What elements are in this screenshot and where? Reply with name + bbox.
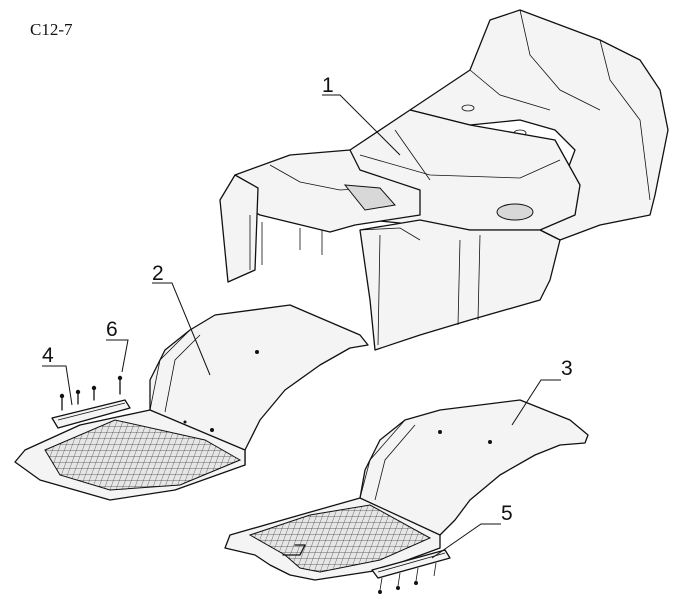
callout-2: 2 [152, 262, 211, 376]
diagram-code: C12-7 [30, 20, 73, 39]
callout-1: 1 [322, 74, 401, 156]
callout-label-6: 6 [106, 318, 118, 341]
part-4-left-sill-strip [51, 399, 131, 429]
callout-label-2: 2 [152, 262, 164, 285]
part-1-floor-carpet [219, 9, 669, 351]
callout-label-4: 4 [42, 344, 54, 367]
callout-6: 6 [106, 318, 129, 373]
callout-label-5: 5 [501, 502, 513, 525]
callout-label-1: 1 [322, 74, 334, 97]
part-3-right-floor-mat [224, 399, 589, 581]
callout-label-3: 3 [561, 357, 573, 380]
callout-4: 4 [42, 344, 73, 406]
part-6-screws [59, 375, 123, 411]
part-2-left-floor-mat [14, 304, 369, 501]
callout-5: 5 [431, 502, 513, 559]
callout-3: 3 [511, 357, 573, 426]
